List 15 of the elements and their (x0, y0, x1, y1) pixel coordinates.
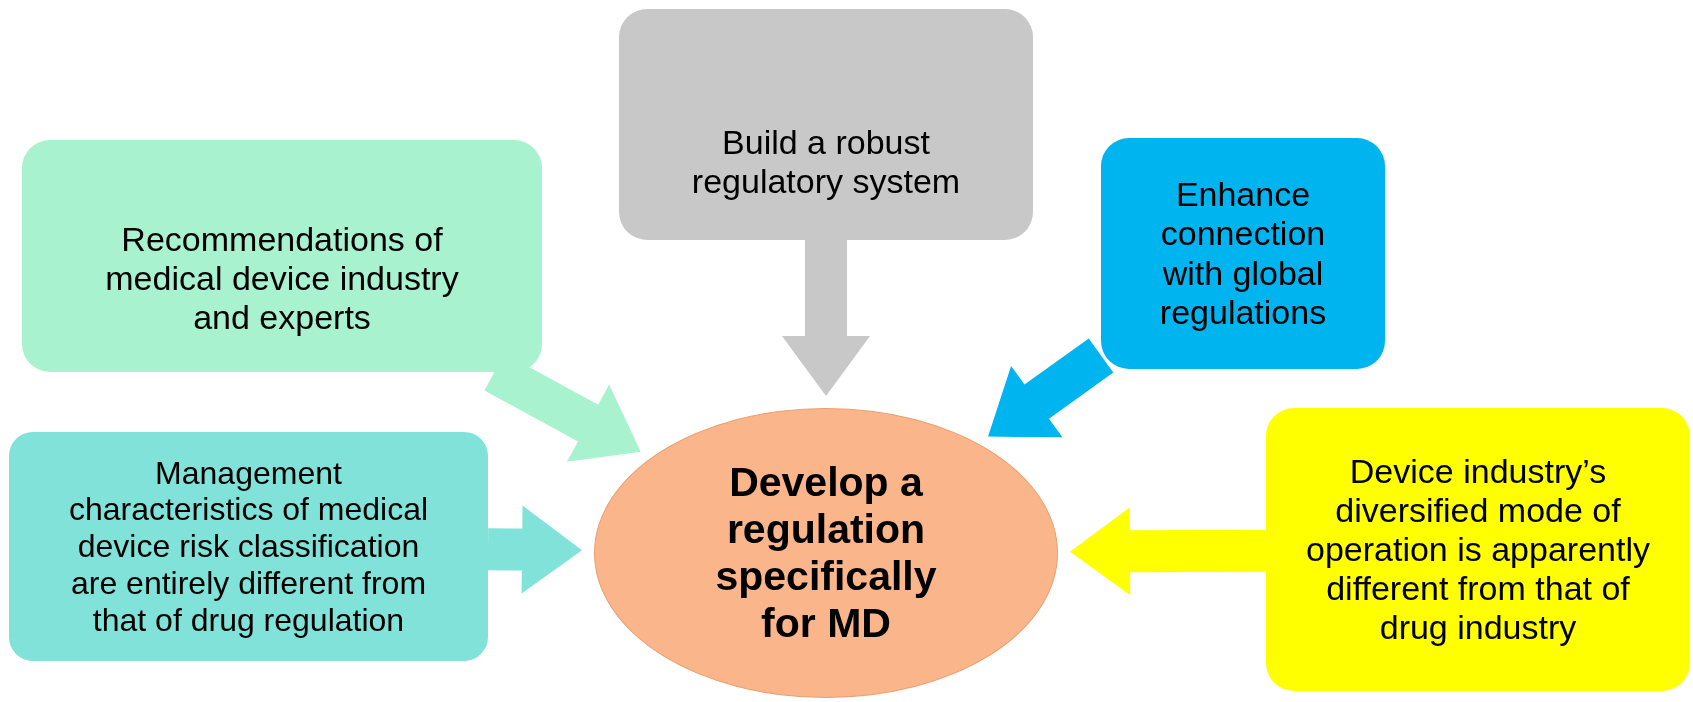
block-arrow (1070, 507, 1267, 596)
block-arrow (782, 240, 870, 396)
factor-box (1101, 138, 1385, 369)
block-arrow (487, 505, 583, 594)
block-arrow (988, 338, 1114, 438)
factor-text: Management characteristics of medical device risk classification are entirely different from that of drug regulation (67, 454, 430, 639)
factor-text: Device industry’s diversified mode of operation is apparently different from that of drug industry (1305, 451, 1651, 648)
factor-box (1266, 408, 1690, 691)
factor-box (619, 9, 1033, 240)
factor-box (9, 432, 488, 661)
factor-text: Build a robust regulatory system (690, 122, 962, 202)
factor-text: Enhance connection with global regulations (1158, 175, 1328, 332)
factor-box (22, 140, 542, 372)
factor-text: Recommendations of medical device industry and experts (104, 219, 460, 338)
goal-text: Develop a regulation specifically for MD (714, 458, 938, 648)
